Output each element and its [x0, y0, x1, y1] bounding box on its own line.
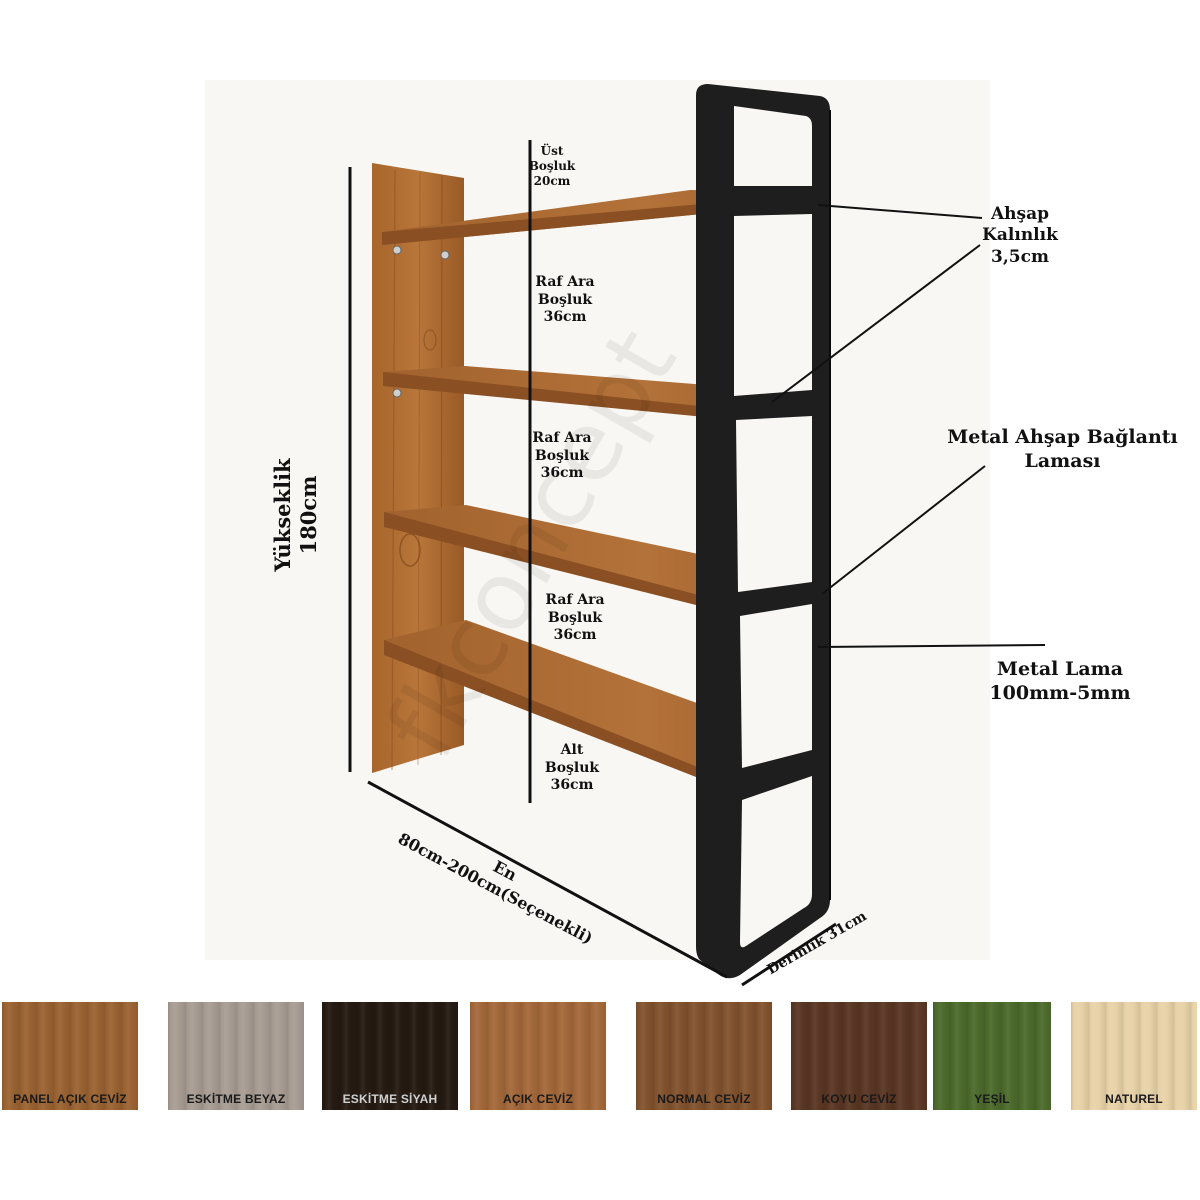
swatch-eskitme-beyaz[interactable]: ESKİTME BEYAZ — [168, 1002, 304, 1110]
swatch-yesil[interactable]: YEŞİL — [933, 1002, 1051, 1110]
shelf-gap-label-2: Raf Ara Boşluk 36cm — [532, 430, 592, 481]
metal-bar-label: Metal Lama 100mm-5mm — [989, 658, 1131, 704]
height-label: Yükseklik 180cm — [270, 458, 322, 572]
swatch-acik-ceviz[interactable]: AÇIK CEVİZ — [470, 1002, 606, 1110]
bottom-gap-label: Alt Boşluk 36cm — [544, 742, 600, 793]
wood-thickness-label: Ahşap Kalınlık 3,5cm — [982, 204, 1058, 267]
metal-frame — [696, 84, 831, 979]
swatch-label: AÇIK CEVİZ — [502, 1092, 573, 1106]
background-panel — [205, 80, 990, 960]
swatch-eskitme-siyah[interactable]: ESKİTME SİYAH — [322, 1002, 458, 1110]
swatch-color — [168, 1002, 304, 1110]
swatch-color — [322, 1002, 458, 1110]
swatch-label: KOYU CEVİZ — [821, 1092, 897, 1106]
callout-lines — [771, 204, 1046, 648]
swatch-label: YEŞİL — [974, 1092, 1010, 1106]
swatch-normal-ceviz[interactable]: NORMAL CEVİZ — [636, 1002, 772, 1110]
swatch-koyu-ceviz[interactable]: KOYU CEVİZ — [791, 1002, 927, 1110]
shelf-gap-label-3: Raf Ara Boşluk 36cm — [545, 592, 605, 643]
swatch-label: NORMAL CEVİZ — [657, 1092, 751, 1106]
swatch-naturel[interactable]: NATUREL — [1071, 1002, 1197, 1110]
swatch-label: ESKİTME SİYAH — [342, 1092, 438, 1106]
swatch-color — [636, 1002, 772, 1110]
wood-side-panel — [372, 163, 464, 773]
dimension-lines — [348, 140, 837, 987]
swatch-panel-acik-ceviz[interactable]: PANEL AÇIK CEVİZ — [2, 1002, 138, 1110]
swatch-color — [1071, 1002, 1197, 1110]
swatch-color — [2, 1002, 138, 1110]
swatch-label: PANEL AÇIK CEVİZ — [13, 1092, 127, 1106]
swatch-label: ESKİTME BEYAZ — [186, 1092, 286, 1106]
swatch-color — [933, 1002, 1051, 1110]
swatch-color — [470, 1002, 606, 1110]
metal-wood-connector-label: Metal Ahşap Bağlantı Laması — [947, 426, 1178, 472]
swatch-color — [791, 1002, 927, 1110]
top-gap-label: Üst Boşluk 20cm — [528, 144, 576, 188]
swatch-label: NATUREL — [1105, 1092, 1163, 1106]
shelf-gap-label-1: Raf Ara Boşluk 36cm — [535, 274, 595, 325]
